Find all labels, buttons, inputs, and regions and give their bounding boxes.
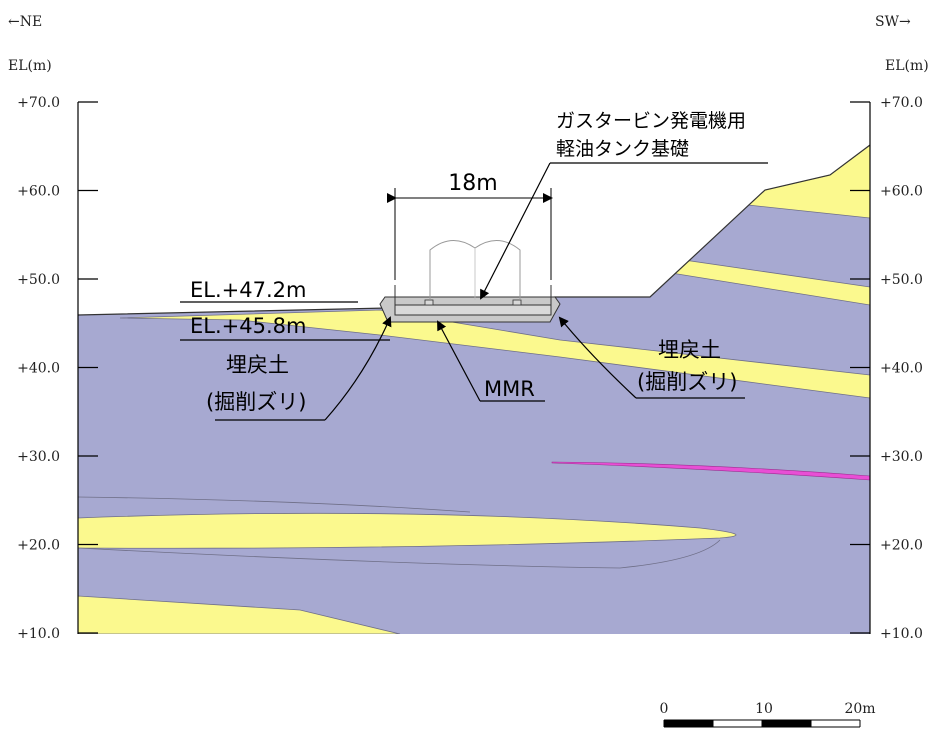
backfill-right-line2: (掘削ズリ)	[637, 370, 737, 394]
foundation-annotation: ガスタービン発電機用 軽油タンク基礎	[480, 110, 768, 300]
foundation-label-line2: 軽油タンク基礎	[556, 138, 689, 160]
scale-tick-0: 0	[660, 701, 669, 717]
backfill-right-line1: 埋戻土	[658, 338, 721, 362]
elevation-tick-right: +30.0	[880, 449, 923, 465]
direction-ne-label: ←NE	[8, 14, 42, 30]
direction-sw-label: SW→	[875, 14, 911, 30]
rock-boundary-upper	[78, 496, 471, 513]
elevation-tick-right: +50.0	[880, 272, 923, 288]
scale-tick-20: 20m	[844, 701, 875, 717]
elevation-tick-left: +20.0	[17, 538, 60, 554]
backfill-left-line2: (掘削ズリ)	[206, 390, 306, 414]
elevation-axis-right: +70.0 +60.0 +50.0 +40.0 +30.0 +20.0 +10.0	[850, 95, 923, 642]
scale-tick-10: 10	[755, 701, 773, 717]
el-upper-label: EL.+47.2m	[190, 278, 306, 302]
backfill-left-line1: 埋戻土	[226, 353, 289, 377]
sand-layer-bottom	[78, 595, 401, 634]
elevation-annotations: EL.+47.2m EL.+45.8m	[180, 278, 390, 341]
foundation-structure	[379, 240, 561, 323]
foundation-label-line1: ガスタービン発電機用	[556, 110, 746, 132]
elevation-tick-left: +30.0	[17, 449, 60, 465]
elevation-tick-left: +10.0	[17, 626, 60, 642]
tank-pad-right	[512, 299, 522, 306]
elevation-tick-right: +20.0	[880, 538, 923, 554]
foundation-slab	[394, 304, 552, 316]
mmr-annotation: MMR	[437, 320, 545, 402]
el-lower-label: EL.+45.8m	[190, 314, 306, 338]
rock-boundary-lower	[78, 539, 721, 569]
magenta-seam	[551, 461, 870, 481]
scale-bar: 0 10 20m	[660, 701, 876, 728]
elevation-unit-left: EL(m)	[8, 58, 52, 74]
elevation-tick-left: +50.0	[17, 272, 60, 288]
width-label: 18m	[448, 171, 497, 196]
elevation-axis-left: +70.0 +60.0 +50.0 +40.0 +30.0 +20.0 +10.0	[17, 95, 98, 642]
elevation-tick-right: +70.0	[880, 95, 923, 111]
sand-layer-lower	[78, 512, 737, 549]
sand-layer-right-top	[747, 145, 870, 219]
mmr-label: MMR	[484, 377, 535, 401]
elevation-unit-right: EL(m)	[885, 58, 929, 74]
elevation-tick-left: +60.0	[17, 184, 60, 200]
width-dimension: 18m	[387, 171, 553, 280]
elevation-tick-right: +40.0	[880, 361, 923, 377]
elevation-tick-right: +10.0	[880, 626, 923, 642]
elevation-tick-left: +40.0	[17, 361, 60, 377]
backfill-left-annotation: 埋戻土 (掘削ズリ)	[206, 316, 392, 421]
tank-pad-left	[424, 299, 434, 306]
elevation-tick-right: +60.0	[880, 184, 923, 200]
elevation-tick-left: +70.0	[17, 95, 60, 111]
backfill-right-annotation: 埋戻土 (掘削ズリ)	[558, 316, 745, 399]
